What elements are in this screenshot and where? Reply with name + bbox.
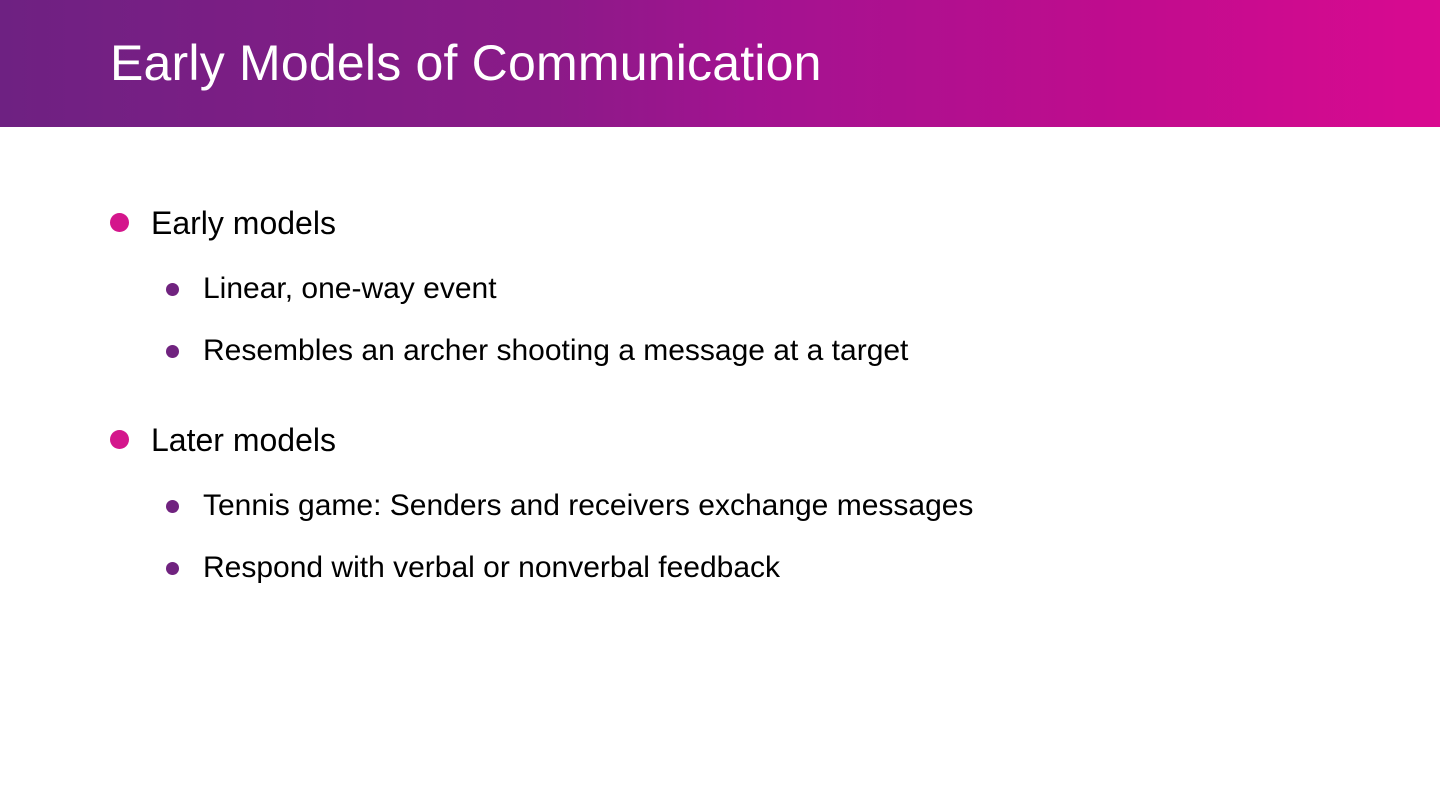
outline-item-level1-label: Later models: [151, 422, 336, 458]
outline-list: Early models Linear, one-way event Resem…: [0, 127, 1440, 588]
bullet-dot-icon: [166, 562, 179, 575]
outline-group: Early models Linear, one-way event Resem…: [0, 202, 1440, 371]
outline-item-level1-label: Early models: [151, 205, 336, 241]
outline-sublist: Tennis game: Senders and receivers excha…: [0, 486, 1440, 588]
bullet-dot-icon: [166, 345, 179, 358]
outline-item-level2: Linear, one-way event: [0, 269, 1440, 309]
bullet-dot-icon: [110, 213, 129, 232]
outline-item-level2: Resembles an archer shooting a message a…: [0, 331, 1440, 371]
page-title: Early Models of Communication: [110, 35, 822, 91]
bullet-dot-icon: [166, 283, 179, 296]
outline-group: Later models Tennis game: Senders and re…: [0, 419, 1440, 588]
slide-title-banner: Early Models of Communication: [0, 0, 1440, 127]
bullet-dot-icon: [110, 430, 129, 449]
outline-item-level2-label: Respond with verbal or nonverbal feedbac…: [203, 551, 781, 584]
outline-item-level2-label: Linear, one-way event: [203, 272, 497, 305]
outline-item-level2-label: Resembles an archer shooting a message a…: [203, 334, 909, 367]
outline-item-level1: Later models: [0, 419, 1440, 463]
slide-body: Early models Linear, one-way event Resem…: [0, 127, 1440, 810]
outline-sublist: Linear, one-way event Resembles an arche…: [0, 269, 1440, 371]
bullet-dot-icon: [166, 500, 179, 513]
outline-item-level1: Early models: [0, 202, 1440, 246]
outline-item-level2-label: Tennis game: Senders and receivers excha…: [203, 489, 974, 522]
outline-item-level2: Respond with verbal or nonverbal feedbac…: [0, 548, 1440, 588]
outline-item-level2: Tennis game: Senders and receivers excha…: [0, 486, 1440, 526]
